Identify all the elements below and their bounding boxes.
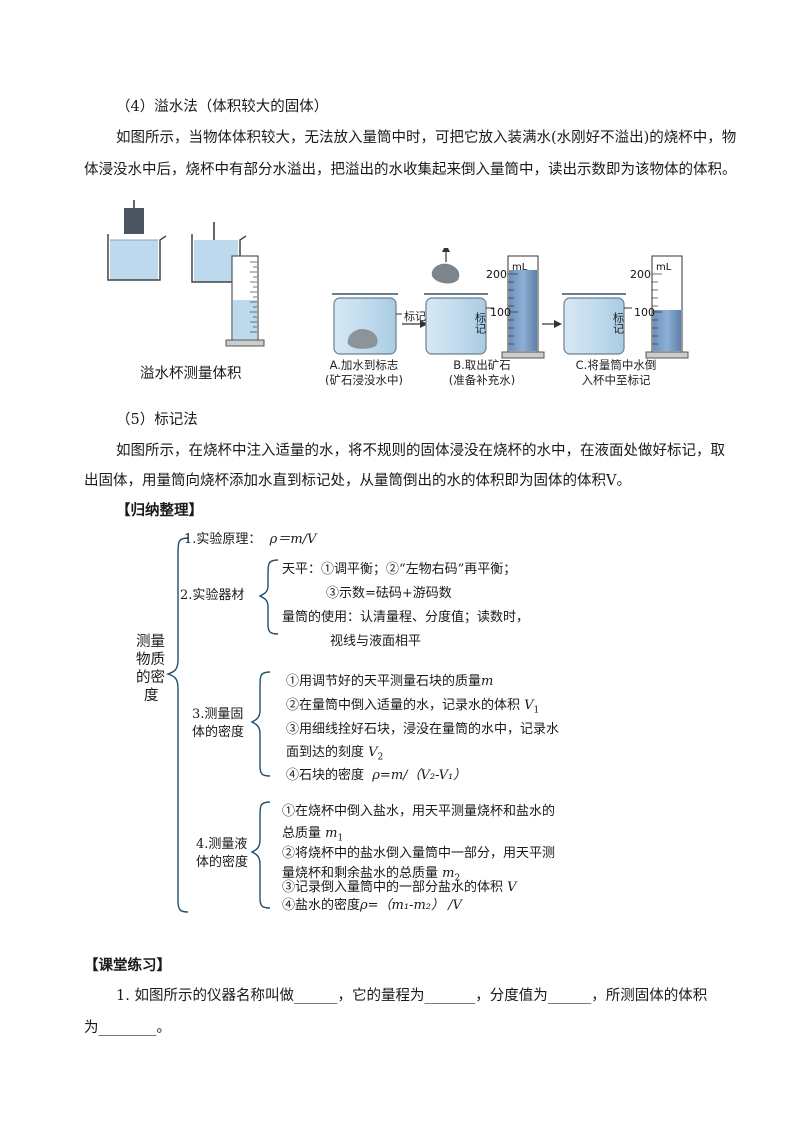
liquid-step-2-cont: 量烧杯和剩余盐水的总质量 m2 — [282, 866, 461, 884]
question-1-line-2: 为________。 — [84, 1020, 171, 1036]
section-5-heading: （5）标记法 — [116, 412, 198, 428]
cylinder-2-unit: mL — [656, 262, 672, 273]
measuring-cylinder-1: mL 200 100 — [486, 255, 545, 359]
root-line-1: 测量 — [136, 634, 165, 650]
caption-a-line-2: (矿石浸没水中) — [325, 373, 403, 387]
branch-3-label-line-1: 3.测量固 — [192, 707, 244, 722]
section-5-paragraph-line-2: 出固体，用量筒向烧杯添加水直到标记处，从量筒倒出的水的体积即为固体的体积V。 — [84, 473, 631, 489]
beaker-b — [424, 248, 488, 355]
cylinder-rule-line-1: 量筒的使用：认清量程、分度值；读数时， — [282, 610, 530, 625]
cylinder-rule-line-2: 视线与液面相平 — [330, 634, 422, 649]
mark-label-b: 标记 — [474, 311, 487, 334]
caption-b-line-1: B.取出矿石 — [453, 358, 511, 372]
solid-step-4: ④石块的密度 ρ=m/（V₂-V₁） — [286, 768, 467, 783]
section-4-paragraph-line-1: 如图所示，当物体体积较大，无法放入量筒中时，可把它放入装满水(水刚好不溢出)的烧… — [116, 130, 737, 146]
question-1-line-1: 1. 如图所示的仪器名称叫做______，它的量程为_______，分度值为__… — [116, 988, 708, 1004]
overflow-cup-caption: 溢水杯测量体积 — [140, 366, 242, 382]
cylinder-1-unit: mL — [512, 262, 528, 273]
solid-step-3-cont: 面到达的刻度 V2 — [286, 745, 384, 763]
summary-root-label: 测量 物质 的密 度 — [136, 633, 165, 705]
caption-b-line-2: (准备补充水) — [448, 373, 516, 387]
liquid-step-1: ①在烧杯中倒入盐水，用天平测量烧杯和盐水的 — [282, 804, 556, 819]
beaker-a — [332, 293, 398, 355]
liquid-step-3: ③记录倒入量筒中的一部分盐水的体积 V — [282, 880, 517, 895]
solid-step-3: ③用细线拴好石块，浸没在量筒的水中，记录水 — [286, 722, 560, 737]
solid-step-2: ②在量筒中倒入适量的水，记录水的体积 V1 — [286, 698, 540, 716]
section-4-heading: （4）溢水法（体积较大的固体） — [116, 99, 329, 115]
branch-1-formula: ρ＝m/V — [269, 532, 317, 547]
root-line-2: 物质 — [136, 652, 165, 668]
root-line-4: 度 — [144, 688, 159, 704]
cylinder-1-tick-100: 100 — [490, 306, 511, 319]
overflow-cup-figure — [107, 200, 265, 347]
marking-method-figure: 标记 标记 mL 200 100 标记 — [332, 248, 689, 359]
hanging-block — [124, 208, 144, 234]
summary-brace-tree — [165, 537, 279, 913]
branch-2-label: 2.实验器材 — [180, 588, 245, 603]
liquid-step-1-cont: 总质量 m1 — [282, 826, 344, 844]
beaker-c — [562, 293, 626, 355]
cylinder-2-tick-200: 200 — [630, 268, 651, 281]
section-5-paragraph-line-1: 如图所示，在烧杯中注入适量的水，将不规则的固体浸没在烧杯的水中，在液面处做好标记… — [116, 443, 725, 459]
cylinder-2-tick-100: 100 — [634, 306, 655, 319]
caption-c-line-1: C.将量筒中水倒 — [575, 358, 657, 372]
caption-c-line-2: 入杯中至标记 — [581, 373, 651, 387]
branch-1: 1.实验原理： ρ＝m/V — [184, 528, 316, 547]
branch-1-label: 1.实验原理： — [184, 532, 262, 547]
branch-4-label-line-2: 体的密度 — [196, 855, 249, 870]
mark-label-a: 标记 — [404, 309, 426, 323]
balance-rule-line-2: ③示数=砝码+游码数 — [326, 586, 452, 601]
measuring-cylinder-2: mL 200 100 — [630, 255, 689, 359]
practice-heading: 【课堂练习】 — [84, 957, 171, 974]
cylinder-1-tick-200: 200 — [486, 268, 507, 281]
liquid-step-2: ②将烧杯中的盐水倒入量筒中一部分，用天平测 — [282, 846, 556, 861]
branch-4-label-line-1: 4.测量液 — [196, 837, 248, 852]
branch-3-label-line-2: 体的密度 — [192, 725, 245, 740]
balance-rule-line-1: 天平：①调平衡；②“左物右码”再平衡； — [282, 562, 517, 577]
root-line-3: 的密 — [136, 670, 165, 686]
liquid-step-4: ④盐水的密度ρ=（m₁-m₂） /V — [282, 898, 462, 913]
mark-label-c: 标记 — [612, 311, 625, 334]
section-4-paragraph-line-2: 体浸没水中后，烧杯中有部分水溢出，把溢出的水收集起来倒入量筒中，读出示数即为该物… — [84, 162, 737, 178]
caption-a-line-1: A.加水到标志 — [329, 358, 399, 372]
summary-heading: 【归纳整理】 — [116, 502, 203, 519]
solid-step-1: ①用调节好的天平测量石块的质量m — [286, 674, 494, 689]
